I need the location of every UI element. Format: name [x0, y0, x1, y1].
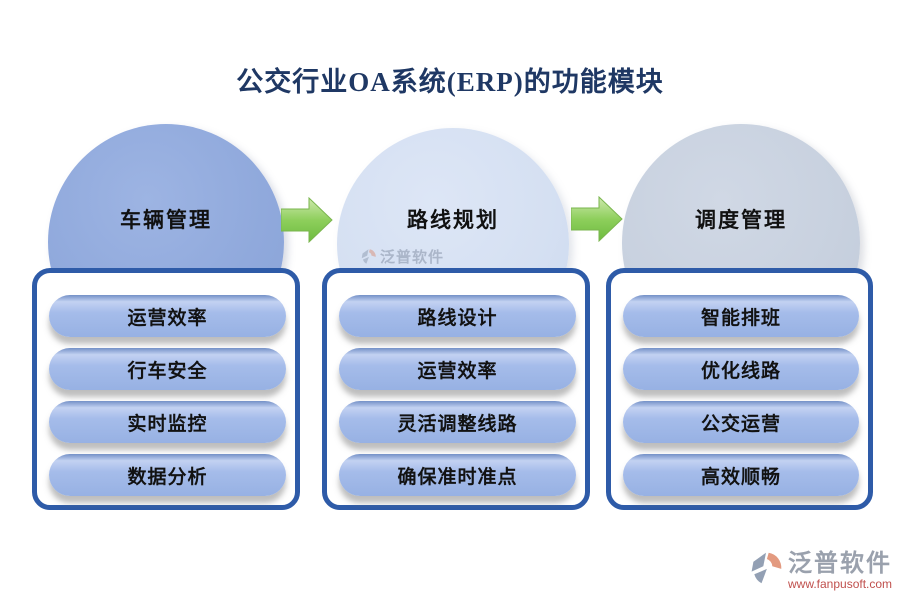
- module-pill: 优化线路: [623, 348, 859, 390]
- circle-label: 车辆管理: [120, 208, 212, 232]
- module-pill: 数据分析: [49, 454, 286, 496]
- module-box-route-planning: 路线设计 运营效率 灵活调整线路 确保准时准点: [322, 268, 590, 510]
- module-pill: 灵活调整线路: [339, 401, 576, 443]
- circle-label: 调度管理: [695, 208, 787, 232]
- module-pill: 高效顺畅: [623, 454, 859, 496]
- vendor-logo: 泛普软件 www.fanpusoft.com: [748, 550, 892, 591]
- circle-label: 路线规划: [407, 208, 499, 232]
- vendor-name: 泛普软件: [788, 551, 893, 577]
- page-title: 公交行业OA系统(ERP)的功能模块: [236, 67, 664, 97]
- vendor-url: www.fanpusoft.com: [788, 577, 893, 591]
- module-pill: 实时监控: [49, 401, 286, 443]
- module-pill: 确保准时准点: [339, 454, 576, 496]
- watermark-logo-icon: [361, 249, 376, 264]
- module-pill: 运营效率: [49, 295, 286, 337]
- module-pill: 运营效率: [339, 348, 576, 390]
- module-box-dispatch-management: 智能排班 优化线路 公交运营 高效顺畅: [606, 268, 873, 510]
- module-pill: 智能排班: [623, 295, 859, 337]
- watermark-text: 泛普软件: [380, 250, 445, 266]
- module-pill: 公交运营: [623, 401, 859, 443]
- module-pill: 路线设计: [339, 295, 576, 337]
- vendor-logo-icon: [751, 552, 782, 584]
- module-pill: 行车安全: [49, 348, 286, 390]
- module-box-vehicle-management: 运营效率 行车安全 实时监控 数据分析: [32, 268, 300, 510]
- arrow-right-icon: [281, 197, 333, 243]
- arrow-right-icon: [571, 196, 623, 242]
- watermark: 泛普软件: [360, 246, 444, 267]
